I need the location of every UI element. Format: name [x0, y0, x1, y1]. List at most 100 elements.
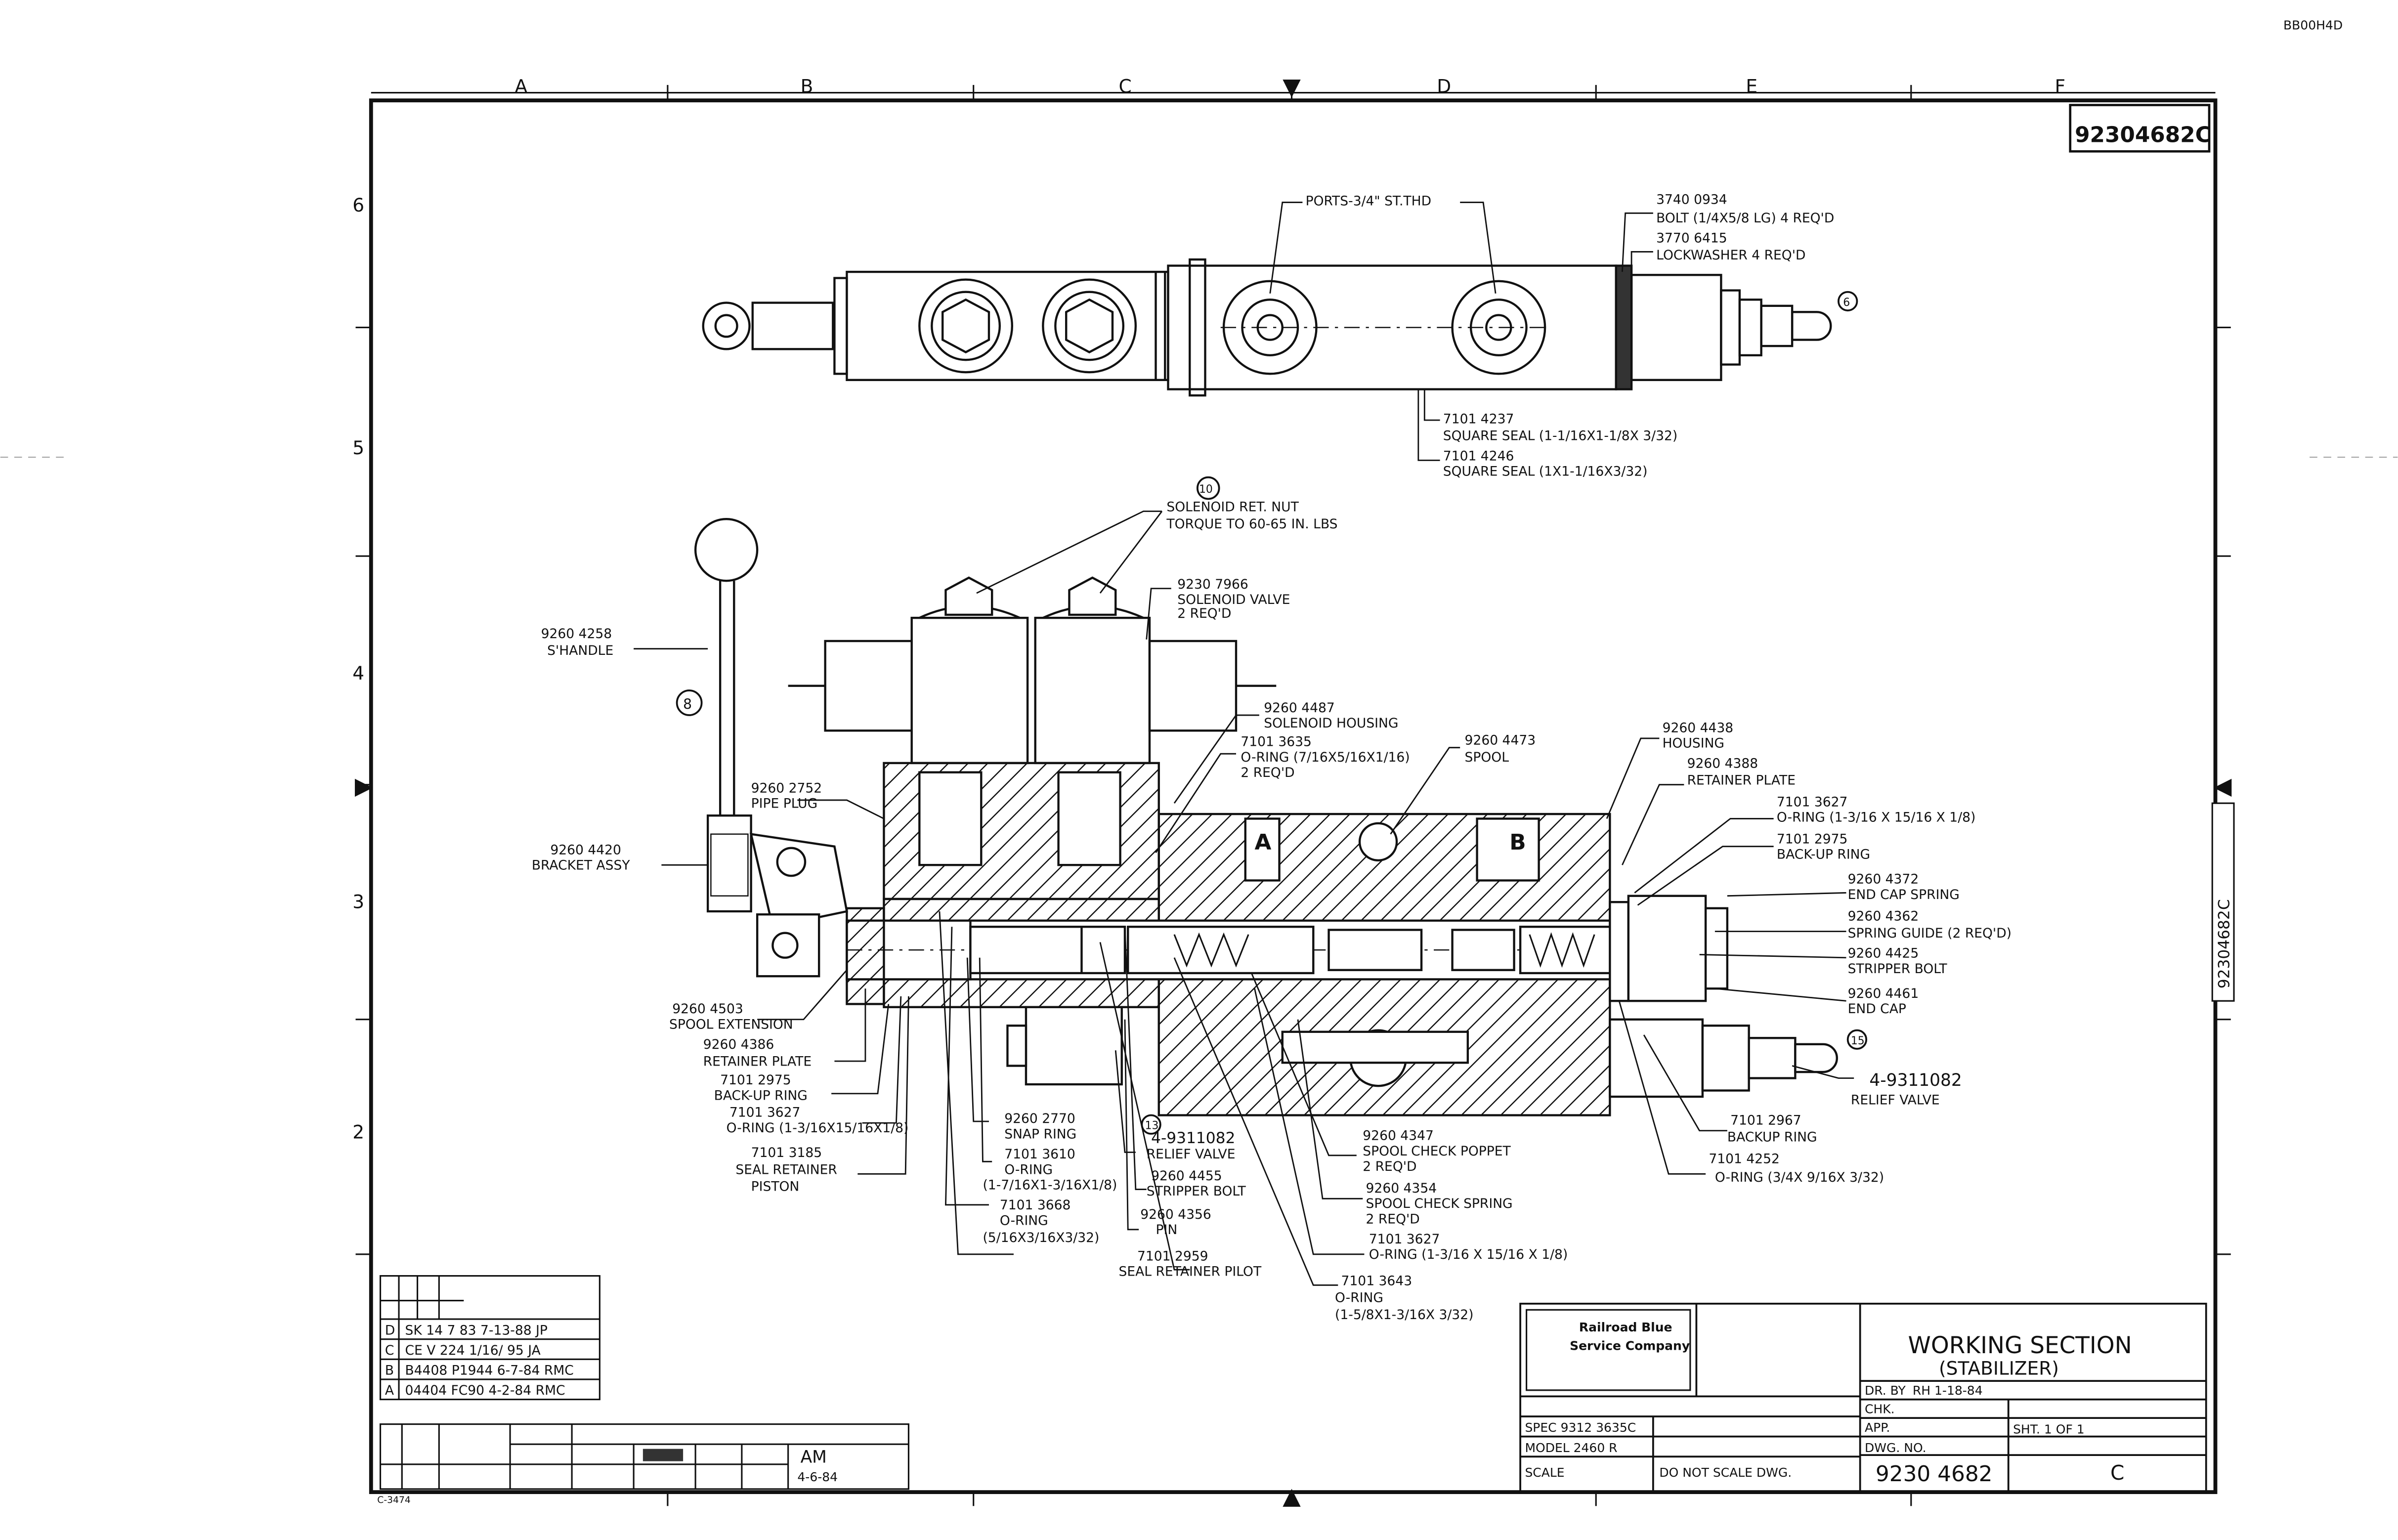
callout-spool: 9260 4473: [1465, 732, 1536, 748]
callout-solenoid-housing-desc: SOLENOID HOUSING: [1264, 716, 1398, 731]
callout-lockwasher-desc: LOCKWASHER 4 REQ'D: [1656, 248, 1805, 263]
revision-text: CE V 224 1/16/ 95 JA: [405, 1343, 541, 1358]
revision-letter: A: [385, 1383, 394, 1398]
zone-letter: E: [1746, 76, 1757, 97]
callout-relief-valve-1: 4-9311082: [1151, 1129, 1235, 1147]
callout-seal-retainer: 7101 3185: [751, 1145, 822, 1160]
revision-text: SK 14 7 83 7-13-88 JP: [405, 1323, 548, 1338]
port-label-b: B: [1509, 830, 1526, 855]
revision-text: 04404 FC90 4-2-84 RMC: [405, 1383, 565, 1398]
balloon-top: 10: [1199, 483, 1213, 496]
dwg-no-label: DWG. NO.: [1865, 1441, 1927, 1455]
bottom-left-code: C-3474: [377, 1495, 411, 1505]
callout-end-cap-spring: 9260 4372: [1848, 872, 1919, 887]
callout-oring-4-size: (1-7/16X1-3/16X1/8): [983, 1178, 1117, 1193]
callout-oring-3: 7101 3627: [729, 1105, 801, 1120]
spec-number: SPEC 9312 3635C: [1525, 1420, 1636, 1435]
callout-solenoid-valve-desc: SOLENOID VALVE: [1177, 592, 1290, 607]
callout-stripper-bolt-1: 9260 4425: [1848, 946, 1919, 961]
company-name-line-2: Service Company: [1570, 1339, 1690, 1353]
callout-oring-5: 7101 3668: [1000, 1198, 1071, 1213]
zone-letter: F: [2055, 76, 2065, 97]
drawing-frame: [354, 79, 2232, 1507]
title-block: [1519, 1302, 2207, 1493]
callout-spool-extension-desc: SPOOL EXTENSION: [669, 1017, 793, 1032]
callout-seal-retainer-pilot: 7101 2959: [1137, 1248, 1208, 1264]
callout-lockwasher: 3770 6415: [1656, 231, 1727, 246]
callout-spring-guide: 9260 4362: [1848, 909, 1919, 924]
zone-letter: D: [1437, 76, 1451, 97]
callout-oring-1: 7101 3635: [1241, 734, 1312, 750]
section-view: [694, 517, 1838, 1116]
callout-relief-valve-2: 4-9311082: [1869, 1070, 1962, 1090]
callout-retainer-plate-2: 9260 4386: [703, 1037, 774, 1052]
checked-label: CHK.: [1865, 1402, 1895, 1416]
callout-labels: PORTS-3/4" ST.THD 3740 0934 BOLT (1/4X5/…: [532, 192, 2012, 1323]
balloon-solenoid: 13: [1145, 1120, 1159, 1132]
callout-oring-5-size: (5/16X3/16X3/32): [983, 1230, 1099, 1245]
callout-stripper-bolt-2: 9260 4455: [1151, 1168, 1222, 1184]
callout-pin: 9260 4356: [1140, 1207, 1211, 1222]
drawn-by-value: RH 1-18-84: [1913, 1383, 1983, 1398]
callout-spring-guide-desc: SPRING GUIDE (2 REQ'D): [1848, 926, 2012, 941]
zone-number: 3: [352, 891, 364, 913]
callout-bolt: 3740 0934: [1656, 192, 1727, 208]
port-label-a: A: [1255, 830, 1272, 855]
callout-snap-ring-desc: SNAP RING: [1004, 1126, 1076, 1142]
callout-oring-7-desc: O-RING: [1335, 1290, 1383, 1306]
revision-letter: B: [385, 1363, 394, 1378]
callout-solenoid-nut: SOLENOID RET. NUT: [1166, 499, 1299, 514]
side-stamp: 92304682C: [2216, 899, 2233, 988]
callout-end-cap-spring-desc: END CAP SPRING: [1848, 887, 1960, 902]
zone-number: 2: [352, 1121, 364, 1143]
callout-backup-ring-2-desc: BACK-UP RING: [714, 1088, 808, 1103]
callout-pin-desc: PIN: [1156, 1222, 1177, 1238]
revision-letter: C: [385, 1343, 394, 1358]
company-name: Railroad Blue: [1579, 1320, 1672, 1334]
callout-bracket-desc: BRACKET ASSY: [532, 858, 631, 873]
callout-spool-check-spring-qty: 2 REQ'D: [1366, 1211, 1420, 1227]
leader-lines: [634, 202, 1854, 1286]
callout-backup-ring-3-desc: BACKUP RING: [1727, 1130, 1817, 1145]
callout-square-seal-2: 7101 4246: [1443, 448, 1514, 464]
callout-pipe-plug-desc: PIPE PLUG: [751, 796, 818, 812]
callout-oring-3-desc: O-RING (1-3/16X15/16X1/8): [727, 1120, 909, 1136]
approval-initials: AM: [801, 1448, 827, 1467]
zone-letter: C: [1118, 76, 1131, 97]
callout-backup-ring-3: 7101 2967: [1730, 1112, 1801, 1128]
approval-date: 4-6-84: [797, 1470, 838, 1484]
scale-label: SCALE: [1525, 1465, 1564, 1480]
callout-housing: 9260 4438: [1663, 720, 1734, 735]
drawing-subtitle: (STABILIZER): [1939, 1358, 2059, 1379]
callout-oring-4: 7101 3610: [1004, 1147, 1075, 1162]
callout-solenoid-valve: 9230 7966: [1177, 577, 1248, 592]
callout-spool-extension: 9260 4503: [672, 1001, 743, 1017]
zone-letter: B: [801, 76, 814, 97]
callout-stripper-bolt-2-desc: STRIPPER BOLT: [1147, 1184, 1246, 1199]
callout-oring-4-desc: O-RING: [1004, 1162, 1053, 1177]
callout-square-seal-1-desc: SQUARE SEAL (1-1/16X1-1/8X 3/32): [1443, 428, 1677, 444]
drawn-by-label: DR. BY: [1865, 1383, 1906, 1398]
callout-seal-retainer-piston: PISTON: [751, 1179, 800, 1195]
balloon-handle: 8: [683, 696, 692, 713]
callout-spool-desc: SPOOL: [1465, 750, 1509, 765]
zone-number: 5: [352, 437, 364, 459]
callout-bracket: 9260 4420: [550, 842, 621, 857]
callout-seal-retainer-desc: SEAL RETAINER: [735, 1162, 837, 1177]
callout-spool-check-poppet-qty: 2 REQ'D: [1363, 1159, 1416, 1174]
revision-letter: D: [385, 1323, 395, 1338]
top-view: [702, 258, 1832, 397]
dwg-size: C: [2110, 1461, 2124, 1485]
callout-oring-1-desc: O-RING (7/16X5/16X1/16): [1241, 750, 1410, 765]
callout-end-cap: 9260 4461: [1848, 986, 1919, 1001]
callout-oring-6: 7101 3627: [1369, 1232, 1440, 1247]
sheet-count: SHT. 1 OF 1: [2013, 1422, 2085, 1436]
callout-retainer-plate-desc: RETAINER PLATE: [1687, 773, 1796, 788]
callout-oring-6-desc: O-RING (1-3/16 X 15/16 X 1/8): [1369, 1247, 1568, 1262]
model-number: MODEL 2460 R: [1525, 1441, 1617, 1455]
drawing-title: WORKING SECTION: [1908, 1332, 2132, 1359]
callout-retainer-plate-2-desc: RETAINER PLATE: [703, 1054, 812, 1069]
callout-solenoid-housing: 9260 4487: [1264, 700, 1335, 716]
balloon-right-top: 6: [1843, 297, 1850, 309]
